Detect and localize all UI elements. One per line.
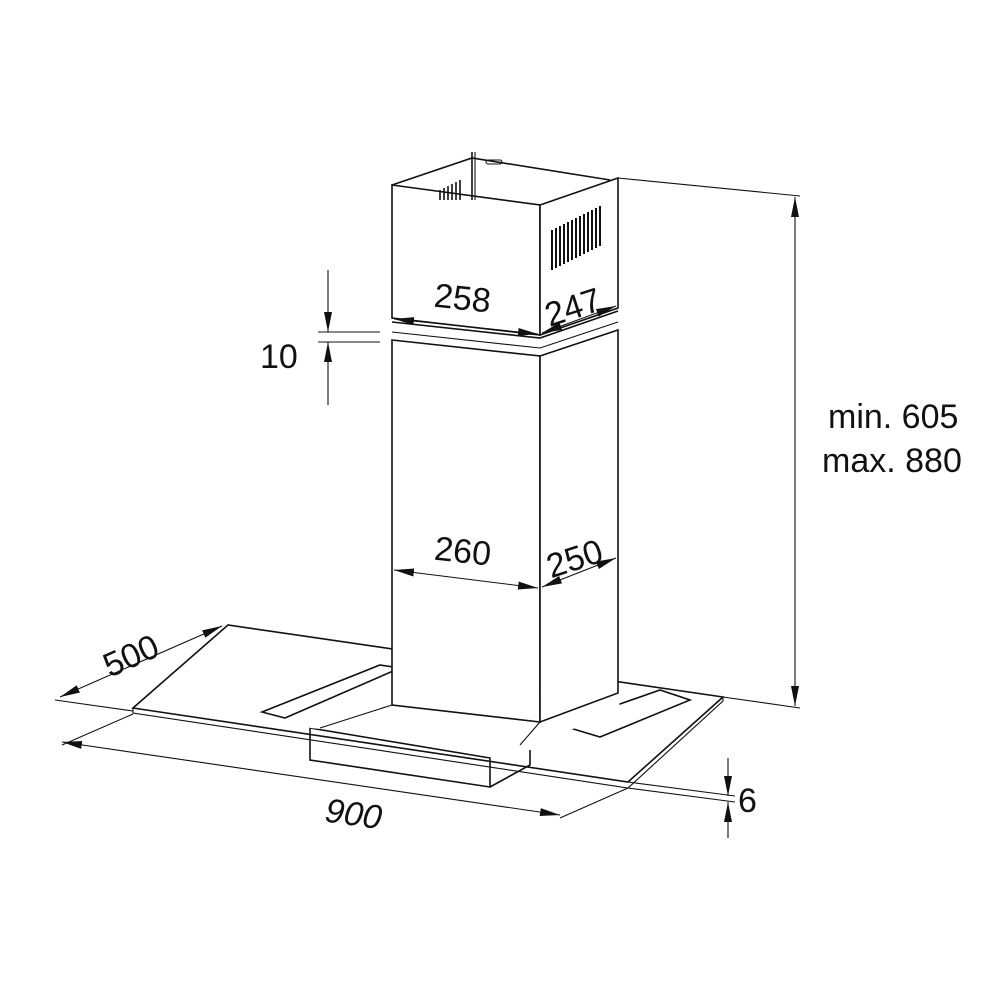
- dim-lower-width: 260: [433, 530, 493, 574]
- vent-slots: [439, 180, 601, 270]
- dim-height-min: min. 605: [828, 398, 958, 436]
- dim-glass-thickness: 6: [738, 782, 757, 820]
- dim-height-max: max. 880: [822, 442, 962, 480]
- dim-gap: 10: [260, 338, 298, 376]
- glass-canopy: [131, 624, 725, 789]
- dimension-lines: [54, 177, 801, 838]
- chimney-upper: [391, 152, 619, 337]
- chimney-lower: [391, 310, 619, 724]
- dim-upper-width: 258: [432, 277, 492, 321]
- dim-glass-width: 900: [323, 792, 385, 838]
